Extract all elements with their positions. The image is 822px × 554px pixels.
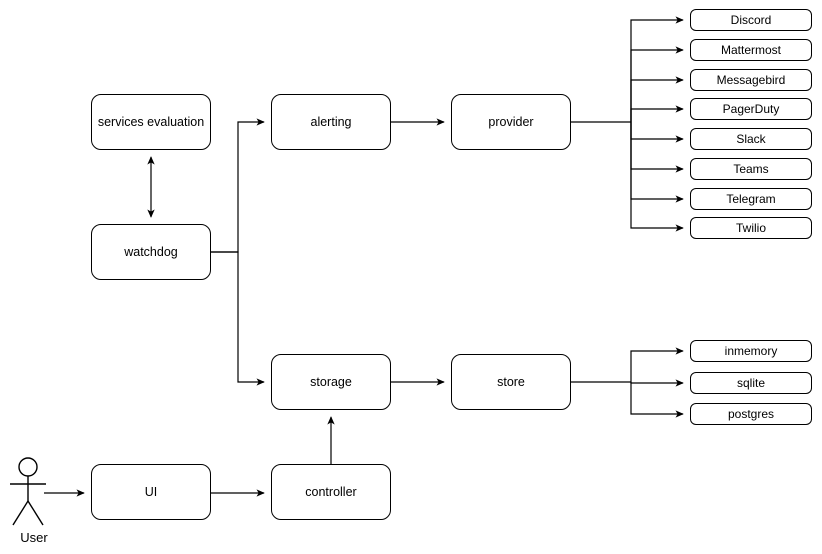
node-alerting-label: alerting — [310, 114, 352, 129]
node-store-label: store — [497, 374, 525, 389]
node-inmemory-label: inmemory — [724, 343, 778, 358]
edge-provider-to-slack — [630, 122, 684, 143]
node-ui[interactable]: UI — [91, 464, 211, 520]
node-controller[interactable]: controller — [271, 464, 391, 520]
node-teams-label: Teams — [733, 161, 769, 176]
edge-store-to-postgres — [630, 382, 684, 418]
node-services_evaluation[interactable]: services evaluation — [91, 94, 211, 150]
node-teams[interactable]: Teams — [690, 158, 812, 180]
node-discord[interactable]: Discord — [690, 9, 812, 31]
node-watchdog-label: watchdog — [124, 244, 178, 259]
edge-watchdog-to-storage — [211, 251, 265, 386]
edge-provider-to-discord — [630, 16, 684, 122]
edge-store-to-inmemory — [630, 347, 684, 382]
node-provider[interactable]: provider — [451, 94, 571, 150]
edge-provider-to-pagerduty — [630, 105, 684, 122]
node-sqlite[interactable]: sqlite — [690, 372, 812, 394]
node-controller-label: controller — [305, 484, 357, 499]
node-pagerduty[interactable]: PagerDuty — [690, 98, 812, 120]
node-telegram[interactable]: Telegram — [690, 188, 812, 210]
node-watchdog[interactable]: watchdog — [91, 224, 211, 280]
node-twilio-label: Twilio — [735, 220, 766, 235]
edge-provider-to-mattermost — [630, 46, 684, 122]
node-alerting[interactable]: alerting — [271, 94, 391, 150]
node-mattermost-label: Mattermost — [720, 42, 781, 57]
node-pagerduty-label: PagerDuty — [722, 101, 780, 116]
node-storage[interactable]: storage — [271, 354, 391, 410]
node-messagebird-label: Messagebird — [716, 72, 786, 87]
node-inmemory[interactable]: inmemory — [690, 340, 812, 362]
stick-figure-icon — [10, 457, 46, 526]
edge-provider-to-twilio — [630, 122, 684, 232]
node-store[interactable]: store — [451, 354, 571, 410]
node-telegram-label: Telegram — [726, 191, 776, 206]
node-messagebird[interactable]: Messagebird — [690, 69, 812, 91]
node-postgres-label: postgres — [727, 406, 775, 421]
node-slack[interactable]: Slack — [690, 128, 812, 150]
edge-provider-to-teams — [630, 122, 684, 173]
node-storage-label: storage — [310, 374, 352, 389]
node-ui-label: UI — [144, 484, 158, 499]
node-twilio[interactable]: Twilio — [690, 217, 812, 239]
user-actor-label: User — [20, 530, 48, 545]
node-mattermost[interactable]: Mattermost — [690, 39, 812, 61]
node-provider-label: provider — [488, 114, 534, 129]
edge-provider-to-telegram — [630, 122, 684, 203]
node-services_evaluation-label: services evaluation — [97, 114, 205, 129]
user-actor: User — [6, 455, 62, 545]
edge-store-to-sqlite — [630, 379, 684, 387]
edge-watchdog-to-alerting — [211, 118, 265, 253]
node-sqlite-label: sqlite — [736, 375, 765, 390]
node-postgres[interactable]: postgres — [690, 403, 812, 425]
edge-provider-to-messagebird — [630, 76, 684, 122]
node-discord-label: Discord — [730, 12, 772, 27]
node-slack-label: Slack — [736, 131, 766, 146]
